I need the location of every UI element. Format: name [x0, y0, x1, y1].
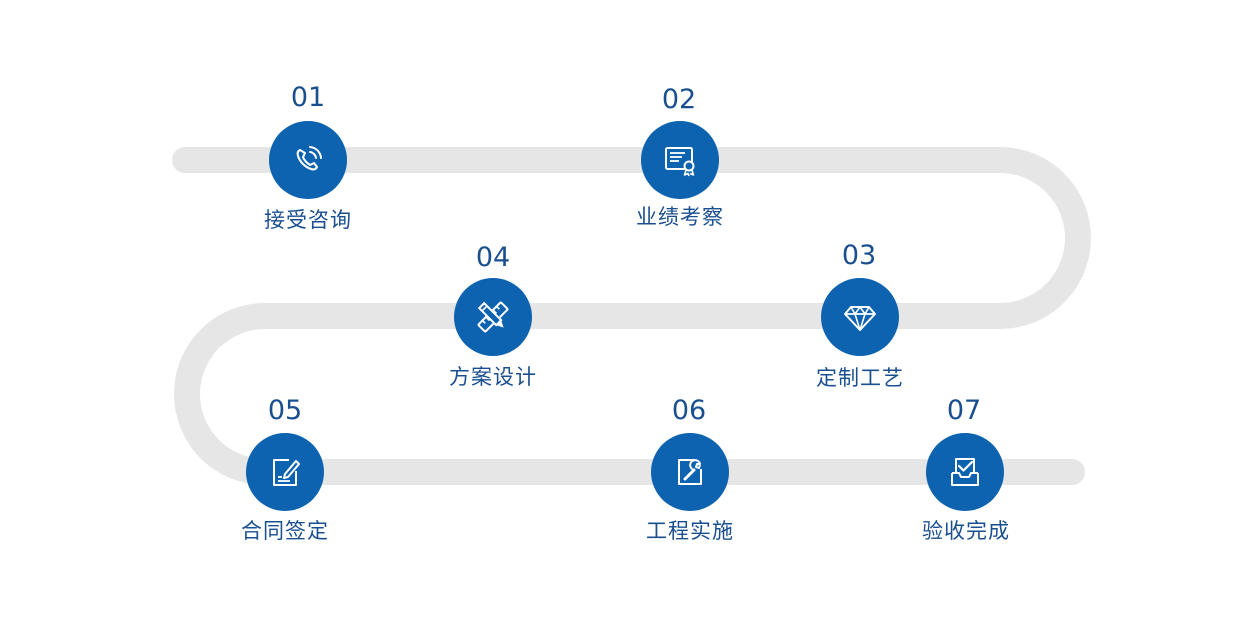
certificate-icon — [665, 147, 695, 177]
step-label-01: 接受咨询 — [264, 208, 352, 232]
step-number-01: 01 — [290, 82, 326, 113]
step-number-02: 02 — [661, 84, 697, 115]
phone-icon — [296, 146, 322, 171]
step-number-07: 07 — [946, 395, 982, 426]
step-circle-06 — [651, 433, 729, 511]
step-label-07: 验收完成 — [922, 519, 1010, 543]
inbox-check-icon — [951, 458, 979, 486]
step-circle-02 — [641, 121, 719, 199]
step-label-04: 方案设计 — [449, 365, 537, 389]
track-path — [172, 147, 1091, 485]
ruler-pencil-icon — [477, 301, 509, 333]
step-label-03: 定制工艺 — [816, 366, 904, 390]
wrench-edit-icon — [678, 459, 702, 485]
contract-edit-icon — [273, 459, 300, 486]
step-number-05: 05 — [267, 395, 303, 426]
step-circle-05 — [246, 433, 324, 511]
step-number-06: 06 — [671, 395, 707, 426]
step-circle-04 — [454, 278, 532, 356]
step-number-04: 04 — [475, 242, 511, 273]
step-label-02: 业绩考察 — [636, 205, 724, 229]
step-circle-03 — [821, 278, 899, 356]
step-circle-07 — [926, 433, 1004, 511]
step-number-03: 03 — [841, 240, 877, 271]
diamond-icon — [844, 306, 876, 331]
step-circle-01 — [269, 121, 347, 199]
step-label-05: 合同签定 — [241, 519, 329, 543]
step-label-06: 工程实施 — [646, 519, 734, 543]
